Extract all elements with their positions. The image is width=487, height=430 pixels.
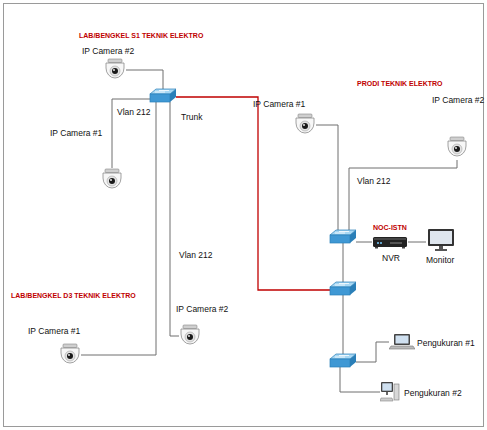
network-switch bbox=[330, 230, 356, 243]
camera-icon bbox=[294, 113, 316, 137]
device-label: IP Camera #2 bbox=[176, 304, 228, 314]
network-label: Vlan 212 bbox=[356, 176, 392, 186]
video-cable bbox=[408, 242, 426, 243]
device-label: IP Camera #2 bbox=[82, 46, 134, 56]
camera-icon bbox=[59, 343, 81, 367]
device-label: IP Camera #1 bbox=[253, 99, 305, 109]
network-switch bbox=[330, 282, 356, 295]
device-label: Pengukuran #2 bbox=[404, 388, 462, 398]
nvr-icon bbox=[372, 235, 408, 249]
area-label: LAB/BENGKEL D3 TEKNIK ELEKTRO bbox=[10, 292, 137, 300]
laptop-icon bbox=[389, 333, 415, 351]
camera-icon bbox=[179, 324, 201, 348]
device-node: IP Camera #1 bbox=[50, 128, 123, 192]
network-label: Trunk bbox=[180, 112, 203, 122]
device-node: Monitor bbox=[426, 228, 455, 265]
area-label: LAB/BENGKEL S1 TEKNIK ELEKTRO bbox=[78, 32, 204, 40]
device-node: IP Camera #2 bbox=[82, 46, 134, 82]
network-label: Vlan 212 bbox=[178, 250, 214, 260]
device-label: Monitor bbox=[426, 255, 454, 265]
device-label: Pengukuran #1 bbox=[417, 338, 475, 348]
device-label: NVR bbox=[382, 253, 400, 263]
network-label: Vlan 212 bbox=[116, 107, 152, 117]
area-label: PRODI TEKNIK ELEKTRO bbox=[356, 80, 444, 88]
device-node: IP Camera #2 bbox=[432, 95, 484, 160]
device-node: Pengukuran #1 bbox=[389, 333, 475, 351]
network-switch bbox=[150, 89, 176, 102]
device-node: IP Camera #1 bbox=[28, 326, 81, 367]
monitor-icon bbox=[427, 228, 455, 252]
device-node: Pengukuran #2 bbox=[380, 381, 462, 403]
camera-icon bbox=[101, 168, 123, 192]
device-node: NVR bbox=[372, 235, 408, 263]
trunk-line bbox=[176, 97, 330, 290]
area-label: NOC-ISTN bbox=[372, 224, 408, 232]
device-node: IP Camera #2 bbox=[176, 304, 228, 348]
network-switch bbox=[330, 354, 356, 367]
camera-icon bbox=[446, 136, 468, 160]
device-label: IP Camera #1 bbox=[28, 326, 80, 336]
network-wires bbox=[81, 70, 457, 392]
device-node: IP Camera #1 bbox=[253, 99, 316, 137]
pc-icon bbox=[380, 381, 400, 403]
frame bbox=[4, 4, 484, 427]
device-label: IP Camera #1 bbox=[50, 128, 102, 138]
switch-icons bbox=[150, 89, 356, 367]
camera-icon bbox=[104, 58, 126, 82]
device-label: IP Camera #2 bbox=[432, 95, 484, 105]
